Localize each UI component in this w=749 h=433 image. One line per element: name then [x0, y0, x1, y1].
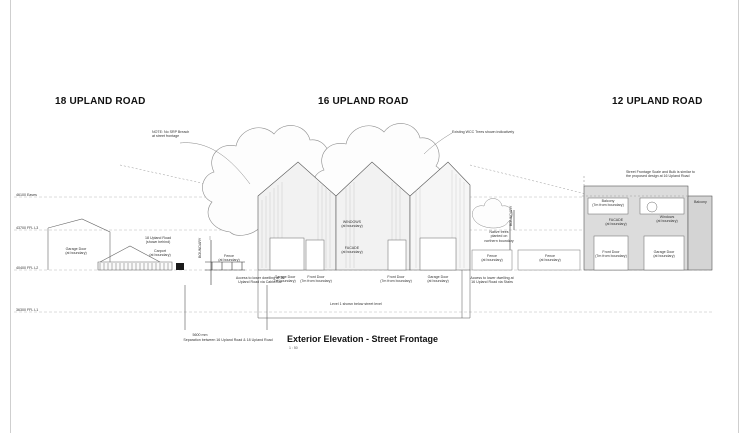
leader-trees: [423, 132, 453, 155]
note-access-stairs: Access to lower dwelling at 16 Upland Ro…: [470, 276, 514, 285]
label-16-fence-2: Fence (at boundary): [539, 254, 561, 263]
boundary-vertical-label-2: BOUNDARY: [509, 205, 513, 226]
label-18-fence: Fence (at boundary): [218, 254, 240, 263]
label-12-front-door: Front Door (7m from boundary): [595, 250, 627, 259]
separation-value: 5600 mm: [192, 333, 208, 337]
label-12-windows: Windows (at boundary): [656, 215, 678, 224]
label-16-windows: WINDOWS (at boundary): [341, 220, 363, 229]
label-12-garage: Garage Door (at boundary): [653, 250, 675, 259]
boundary-vertical-label: BOUNDARY: [198, 237, 202, 258]
note-srp: NOTE: No SRP Breach at street frontage: [152, 130, 190, 139]
front-door-1: [305, 239, 325, 271]
balcony-12: [587, 197, 629, 215]
level1-box: [257, 270, 471, 319]
label-12-facade: FACADE (at boundary): [605, 218, 627, 227]
level-label-l3: 43700 FFL L3: [16, 226, 39, 230]
gate-dark: [176, 263, 184, 270]
drawing-scale: 1 : 50: [289, 346, 298, 350]
note-native-trees: Native trees planted on northern boundar…: [484, 230, 514, 243]
trace-line-2: [469, 164, 591, 196]
label-16-facade: FACADE (at boundary): [341, 246, 363, 255]
garage-door-1: [269, 237, 305, 271]
fences-16: [471, 249, 581, 271]
leader-srp: [179, 142, 251, 185]
front-door-12: [593, 235, 629, 271]
label-18-carport: Carport (at boundary): [149, 249, 171, 258]
house-18-outline: [47, 218, 173, 271]
label-16-front-1: Front Door (7m from boundary): [300, 275, 332, 284]
label-16-fence-1: Fence (at boundary): [481, 254, 503, 263]
drawing-title: Exterior Elevation - Street Frontage: [287, 334, 439, 344]
note-access-cable: Access to lower dwelling at 16 Upland Ro…: [235, 276, 285, 285]
note-scale-right: Street Frontage Scale and Bulk is simila…: [626, 170, 695, 179]
sheet-border-right: [738, 0, 739, 433]
leader-lines: [179, 132, 453, 240]
level-label-l2: 40400 FFL L2: [16, 266, 39, 270]
label-16-front-2: Front Door (7m from boundary): [380, 275, 412, 284]
note-level1: Level 1 shown below street level: [330, 302, 382, 306]
level-label-l1: 36300 FFL L1: [16, 308, 39, 312]
heading-16-upland: 16 UPLAND ROAD: [318, 96, 409, 107]
carport-screen: [99, 263, 169, 270]
label-16-garage-2: Garage Door (at boundary): [427, 275, 449, 284]
garage-door-2: [419, 237, 457, 271]
front-door-2: [387, 239, 407, 271]
note-separation: Separation between 16 Upland Road & 18 U…: [183, 338, 273, 342]
fence-18: [205, 261, 245, 271]
native-trees: [472, 198, 513, 229]
heading-18-upland: 18 UPLAND ROAD: [55, 96, 146, 107]
note-trees: Existing WCC Trees shown indicatively: [452, 130, 515, 134]
label-18-upland: 18 Upland Road (shown behind): [145, 236, 171, 245]
label-18-garage: Garage Door (at boundary): [65, 247, 87, 256]
label-12-balcony-left: Balcony (7m from boundary): [592, 199, 624, 208]
garage-door-12: [643, 235, 685, 271]
level-label-eaves: 46100 Eaves: [16, 193, 37, 197]
sheet-border-left: [10, 0, 11, 433]
label-16-garage-1: Garage Door (at boundary): [274, 275, 296, 284]
label-12-balcony-right: Balcony: [694, 200, 707, 204]
door-openings-16: [269, 237, 457, 271]
heading-12-upland: 12 UPLAND ROAD: [612, 96, 703, 107]
windows-12: [639, 197, 685, 215]
round-window: [646, 201, 658, 213]
